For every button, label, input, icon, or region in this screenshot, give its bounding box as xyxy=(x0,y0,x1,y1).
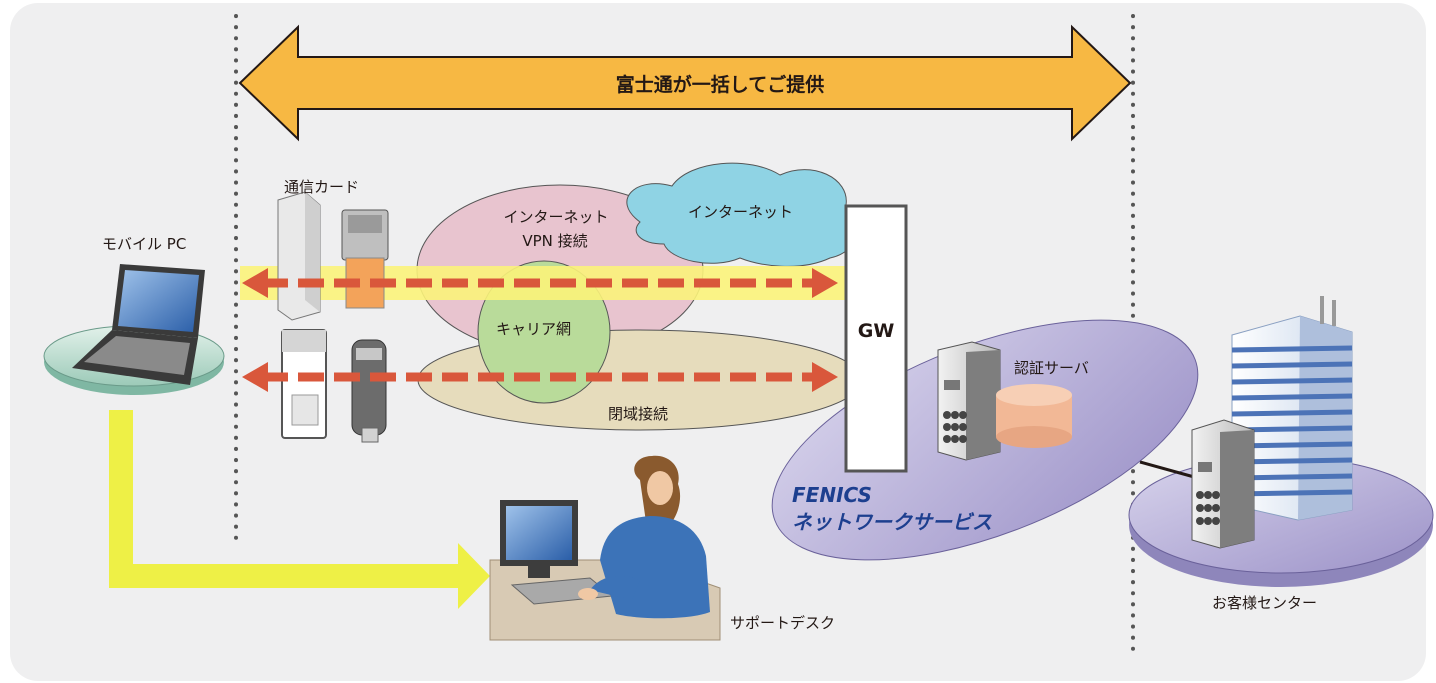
customer-center-label: お客様センター xyxy=(1212,594,1318,612)
internet-label: インターネット xyxy=(688,203,794,221)
closed-label: 閉域接続 xyxy=(608,405,669,423)
customer-server-icon xyxy=(1191,419,1255,549)
card-icon-2 xyxy=(341,209,389,309)
database-icon xyxy=(996,384,1072,448)
fenics-label-line2: ネットワークサービス xyxy=(792,510,992,534)
card-icon-3 xyxy=(281,329,327,439)
banner-arrow xyxy=(238,24,1132,142)
internet-vpn-label-line1: インターネット xyxy=(503,208,609,226)
auth-server-label: 認証サーバ xyxy=(1014,359,1089,377)
banner-label: 富士通が一括してご提供 xyxy=(615,74,825,96)
support-arrow xyxy=(109,410,490,609)
auth-server-icon xyxy=(937,341,1001,461)
fenics-label-line1: FENICS xyxy=(792,483,872,507)
card-icon-1 xyxy=(277,191,321,321)
carrier-label: キャリア網 xyxy=(496,320,572,338)
support-desk-illustration xyxy=(489,455,721,641)
support-desk-label: サポートデスク xyxy=(730,614,836,632)
mobile-pc-label: モバイル PC xyxy=(102,235,187,253)
card-icon-4 xyxy=(351,339,387,443)
gw-label: GW xyxy=(857,320,895,342)
gateway-box xyxy=(844,204,908,473)
closed-dashed-arrow xyxy=(242,362,838,392)
laptop-icon xyxy=(72,264,205,385)
comm-card-label: 通信カード xyxy=(284,178,360,196)
vpn-dashed-arrow xyxy=(242,268,838,298)
internet-vpn-label-line2: VPN 接続 xyxy=(522,232,588,250)
fenics-label: FENICS ネットワークサービス xyxy=(792,482,992,536)
